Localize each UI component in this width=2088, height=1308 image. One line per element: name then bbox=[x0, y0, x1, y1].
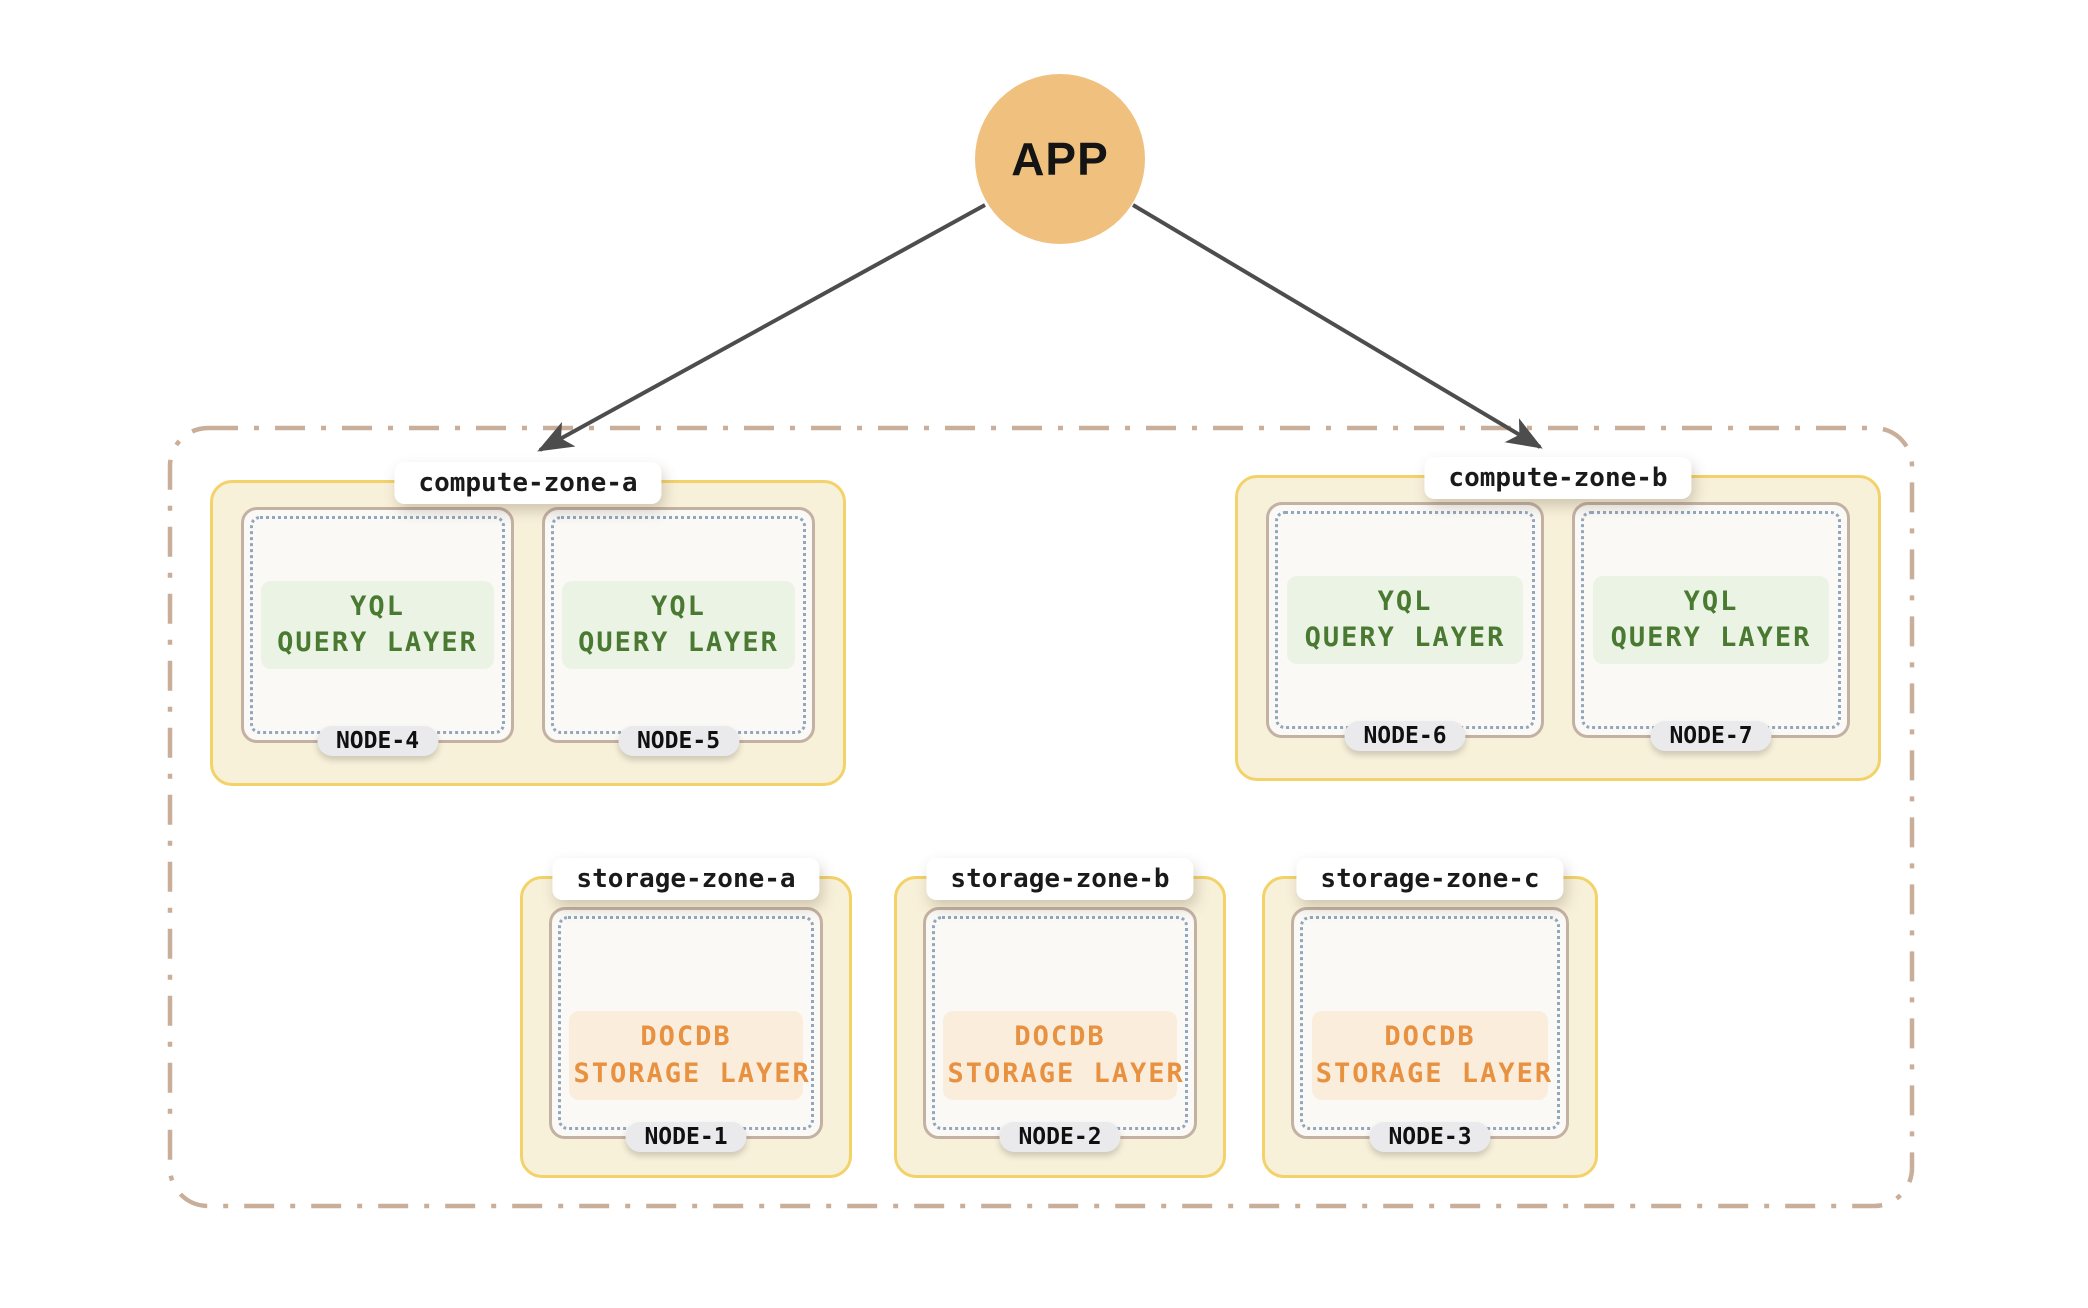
layer-line2: QUERY LAYER bbox=[578, 627, 779, 658]
zone-body: YQL QUERY LAYER NODE-6 YQL QUERY LAYER N… bbox=[1266, 502, 1850, 751]
node-5: YQL QUERY LAYER NODE-5 bbox=[542, 507, 815, 756]
node-name-pill: NODE-4 bbox=[316, 726, 439, 756]
layer-line1: YQL bbox=[1377, 585, 1433, 617]
zone-label: compute-zone-a bbox=[394, 462, 662, 504]
storage-zone-c: storage-zone-c DOCDB STORAGE LAYER NODE-… bbox=[1262, 858, 1598, 1178]
node-name-pill: NODE-7 bbox=[1650, 721, 1772, 751]
compute-zone-b: compute-zone-b YQL QUERY LAYER NODE-6 YQ… bbox=[1235, 457, 1881, 781]
layer-line2: STORAGE LAYER bbox=[947, 1057, 1185, 1089]
node-name-pill: NODE-6 bbox=[1344, 721, 1466, 751]
layer-line2: QUERY LAYER bbox=[277, 627, 478, 658]
yql-query-layer-badge: YQL QUERY LAYER bbox=[261, 580, 494, 670]
app-node-label: APP bbox=[1011, 133, 1109, 185]
zone-label: storage-zone-a bbox=[552, 858, 820, 900]
node-7: YQL QUERY LAYER NODE-7 bbox=[1572, 502, 1850, 751]
node-name-pill: NODE-5 bbox=[617, 726, 740, 756]
layer-line1: YQL bbox=[651, 590, 706, 622]
node-1: DOCDB STORAGE LAYER NODE-1 bbox=[549, 907, 823, 1152]
node-3: DOCDB STORAGE LAYER NODE-3 bbox=[1291, 907, 1569, 1152]
layer-line1: YQL bbox=[1683, 585, 1739, 617]
compute-zone-a: compute-zone-a YQL QUERY LAYER NODE-4 YQ… bbox=[210, 462, 846, 786]
yql-query-layer-badge: YQL QUERY LAYER bbox=[1286, 575, 1524, 665]
layer-line2: QUERY LAYER bbox=[1304, 622, 1506, 653]
storage-zone-a: storage-zone-a DOCDB STORAGE LAYER NODE-… bbox=[520, 858, 852, 1178]
layer-line2: STORAGE LAYER bbox=[1315, 1057, 1554, 1089]
node-2: DOCDB STORAGE LAYER NODE-2 bbox=[923, 907, 1197, 1152]
zone-body: DOCDB STORAGE LAYER NODE-3 bbox=[1291, 907, 1569, 1152]
docdb-storage-layer-badge: DOCDB STORAGE LAYER bbox=[1311, 1011, 1554, 1100]
docdb-storage-layer-badge: DOCDB STORAGE LAYER bbox=[569, 1011, 811, 1100]
storage-zone-b: storage-zone-b DOCDB STORAGE LAYER NODE-… bbox=[894, 858, 1226, 1178]
app-to-compute-zone-a-arrow bbox=[537, 203, 986, 452]
zone-label: storage-zone-b bbox=[926, 858, 1194, 900]
cluster-boundary bbox=[167, 425, 1915, 1209]
zone-body: DOCDB STORAGE LAYER NODE-1 bbox=[549, 907, 823, 1152]
app-node: APP bbox=[975, 74, 1145, 244]
zone-label: storage-zone-c bbox=[1296, 858, 1564, 900]
node-name-pill: NODE-3 bbox=[1369, 1122, 1491, 1152]
layer-line1: YQL bbox=[350, 590, 405, 622]
layer-line1: DOCDB bbox=[1384, 1021, 1476, 1053]
node-name-pill: NODE-2 bbox=[999, 1122, 1121, 1152]
layer-line2: STORAGE LAYER bbox=[573, 1057, 811, 1089]
layer-line1: DOCDB bbox=[640, 1021, 732, 1053]
node-name-pill: NODE-1 bbox=[625, 1122, 747, 1152]
node-4: YQL QUERY LAYER NODE-4 bbox=[241, 507, 514, 756]
docdb-storage-layer-badge: DOCDB STORAGE LAYER bbox=[943, 1011, 1185, 1100]
zone-body: YQL QUERY LAYER NODE-4 YQL QUERY LAYER N… bbox=[241, 507, 815, 756]
yql-query-layer-badge: YQL QUERY LAYER bbox=[1592, 575, 1830, 665]
zone-body: DOCDB STORAGE LAYER NODE-2 bbox=[923, 907, 1197, 1152]
layer-line1: DOCDB bbox=[1014, 1021, 1106, 1053]
zone-label: compute-zone-b bbox=[1424, 457, 1692, 499]
layer-line2: QUERY LAYER bbox=[1610, 622, 1812, 653]
app-to-compute-zone-b-arrow bbox=[1131, 203, 1543, 449]
node-6: YQL QUERY LAYER NODE-6 bbox=[1266, 502, 1544, 751]
yql-query-layer-badge: YQL QUERY LAYER bbox=[562, 580, 795, 670]
